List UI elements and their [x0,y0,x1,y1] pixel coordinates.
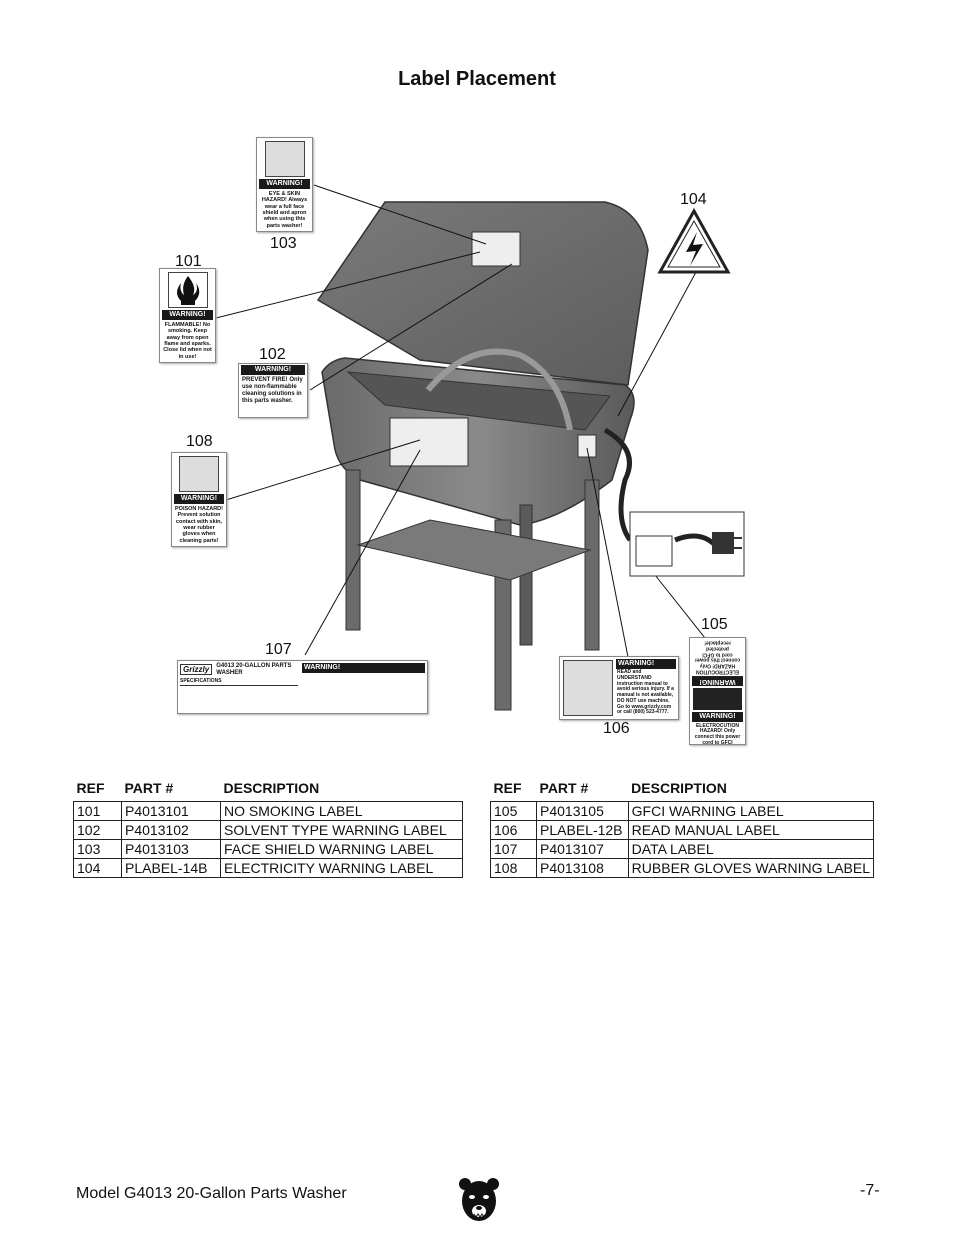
table-row: 101 P4013101 NO SMOKING LABEL [73,801,463,821]
callout-101: 101 [175,253,202,270]
footer-model: Model G4013 20-Gallon Parts Washer [76,1185,347,1202]
column-header: REF [76,780,105,796]
callout-106: 106 [603,720,630,737]
callout-104: 104 [680,191,707,208]
washer-leg [345,469,361,631]
column-header: PART # [539,780,589,796]
washer-hose [425,348,573,431]
page-number: -7- [860,1182,880,1199]
column-header: DESCRIPTION [631,780,727,796]
gloves-icon [179,456,219,492]
black-panel [693,687,742,710]
data-label: Grizzly G4013 20-GALLON PARTS WASHER SPE… [177,660,428,714]
column-header: DESCRIPTION [223,780,320,796]
table-row: 102 P4013102 SOLVENT TYPE WARNING LABEL [73,820,463,840]
column-header: REF [493,780,522,796]
no-smoking-label: WARNING! FLAMMABLE! No smoking. Keep awa… [159,268,216,363]
gfci-warning-label: ELECTROCUTION HAZARD! Only connect this … [689,637,746,745]
table-row: 107 P4013107 DATA LABEL [489,839,875,859]
washer-shelf [356,519,592,581]
solvent-warning-label: WARNING! PREVENT FIRE! Only use non-flam… [238,363,308,418]
parts-table-left: REF PART # DESCRIPTION 101 P4013101 NO S… [73,780,463,878]
rubber-gloves-label: WARNING! POISON HAZARD! Prevent solution… [171,452,227,547]
face-shield-icon [264,141,305,177]
table-row: 103 P4013103 FACE SHIELD WARNING LABEL [73,839,463,859]
callout-102: 102 [259,346,286,363]
power-cord-inset [629,511,745,577]
table-row: 105 P4013105 GFCI WARNING LABEL [489,801,875,821]
callout-107: 107 [265,641,292,658]
washer-lid [316,201,649,386]
electricity-warning-icon [657,207,731,274]
flame-icon [167,272,208,308]
manual-book-icon [563,660,613,716]
callout-105: 105 [701,616,728,633]
grizzly-bear-logo-icon [459,1178,499,1221]
table-row: 108 P4013108 RUBBER GLOVES WARNING LABEL [489,858,875,878]
column-header: PART # [124,780,174,796]
callout-103: 103 [270,235,297,252]
table-row: 104 PLABEL-14B ELECTRICITY WARNING LABEL [73,858,463,878]
face-shield-label: WARNING! EYE & SKIN HAZARD! Always wear … [256,137,313,232]
parts-washer-illustration [215,184,745,711]
table-row: 106 PLABEL-12B READ MANUAL LABEL [489,820,875,840]
callout-108: 108 [186,433,213,450]
page-title: Label Placement [398,68,556,90]
read-manual-label: WARNING! READ and UNDERSTAND instruction… [559,656,679,720]
washer-leg [584,479,600,651]
parts-table-right: REF PART # DESCRIPTION 105 P4013105 GFCI… [489,780,875,878]
